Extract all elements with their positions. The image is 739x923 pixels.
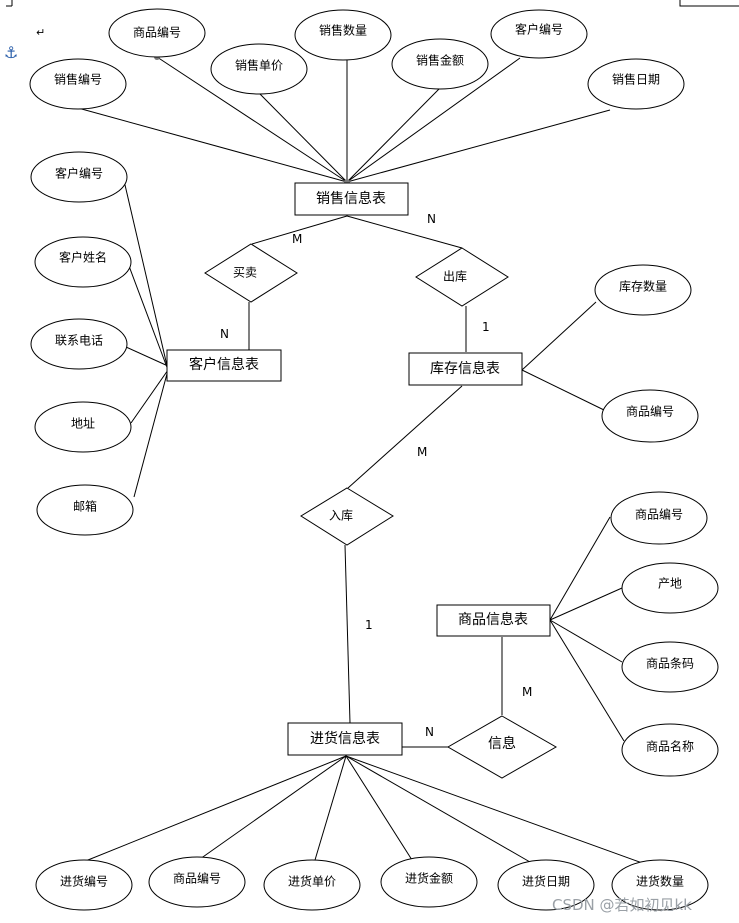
- attr-sales-unit-price: 销售单价: [210, 43, 308, 95]
- attr-purchase-amount: 进货金额: [380, 856, 478, 908]
- purchase-attributes: 进货编号 商品编号 进货单价 进货金额 进货日期 进货数量: [35, 856, 709, 911]
- attr-product-origin: 产地: [621, 562, 719, 614]
- attr-product-name: 商品名称: [621, 723, 719, 777]
- attr-label: 销售数量: [319, 23, 367, 38]
- attr-label: 邮箱: [73, 499, 97, 514]
- attr-label: 进货编号: [60, 874, 108, 889]
- attr-sales-product-id: 商品编号: [108, 8, 206, 58]
- sales-attributes: 商品编号 销售数量 客户编号 销售编号 销售单价 销售金额 销售日期: [29, 8, 685, 110]
- attr-customer-name: 客户姓名: [34, 236, 132, 288]
- attr-label: 进货金额: [405, 871, 453, 886]
- attr-sales-date: 销售日期: [587, 58, 685, 110]
- relationship-buy: 买卖: [204, 243, 298, 303]
- cardinality-sales-out: N: [427, 212, 436, 226]
- cardinality-purchase-info: N: [425, 725, 434, 739]
- entity-label: 商品信息表: [458, 611, 528, 628]
- entity-inventory: 库存信息表: [408, 352, 523, 386]
- cardinality-inventory-in: M: [417, 445, 427, 459]
- attr-label: 联系电话: [55, 334, 103, 348]
- cardinality-sales-buy: M: [292, 232, 302, 246]
- attr-customer-id: 客户编号: [30, 151, 128, 203]
- attr-customer-address: 地址: [34, 401, 132, 453]
- csdn-watermark: CSDN @若如初见kk: [552, 896, 692, 914]
- attr-sales-customer-id: 客户编号: [490, 9, 588, 59]
- entity-label: 销售信息表: [316, 190, 386, 207]
- relationship-label: 买卖: [233, 266, 257, 280]
- attr-purchase-quantity: 进货数量: [611, 859, 709, 911]
- attr-label: 产地: [658, 577, 682, 591]
- cardinality-buy-customer: N: [220, 327, 229, 341]
- cardinality-labels: M N N 1 M 1 M N: [220, 212, 532, 739]
- entity-customer: 客户信息表: [166, 349, 282, 382]
- attr-customer-phone: 联系电话: [30, 318, 128, 370]
- entity-label: 客户信息表: [189, 356, 259, 373]
- relationship-label: 入库: [329, 508, 353, 523]
- attr-label: 进货单价: [288, 874, 336, 889]
- attr-label: 进货日期: [522, 874, 570, 889]
- entity-label: 库存信息表: [430, 360, 500, 377]
- entity-sales: 销售信息表: [294, 182, 409, 216]
- relationship-in: 入库: [300, 487, 394, 546]
- attr-inventory-product-id: 商品编号: [601, 389, 699, 443]
- attr-product-id: 商品编号: [610, 491, 708, 545]
- attr-label: 商品编号: [173, 871, 221, 886]
- attr-label: 客户编号: [55, 166, 103, 181]
- attr-purchase-id: 进货编号: [35, 859, 133, 911]
- paragraph-return-mark: ↵: [36, 26, 45, 39]
- attr-label: 库存数量: [619, 279, 667, 294]
- attr-customer-email: 邮箱: [36, 484, 134, 536]
- attr-label: 销售单价: [235, 58, 283, 73]
- attr-label: 商品名称: [646, 739, 694, 754]
- attr-label: 销售金额: [416, 53, 464, 68]
- attr-label: 销售日期: [612, 72, 660, 87]
- customer-attributes: 客户编号 客户姓名 联系电话 地址 邮箱: [30, 151, 134, 536]
- relationship-out: 出库: [415, 247, 509, 307]
- relationship-info: 信息: [446, 715, 558, 779]
- cardinality-out-inventory: 1: [482, 320, 490, 334]
- page-corner-marks: [6, 0, 739, 7]
- attr-label: 商品条码: [646, 656, 694, 671]
- cardinality-product-info: M: [522, 685, 532, 699]
- product-attributes: 商品编号 产地 商品条码 商品名称: [610, 491, 719, 777]
- attr-label: 销售编号: [54, 72, 102, 87]
- attr-label: 客户姓名: [59, 250, 107, 265]
- relationship-label: 信息: [488, 735, 516, 752]
- entity-product: 商品信息表: [436, 604, 551, 637]
- inventory-attributes: 库存数量 商品编号: [594, 264, 699, 443]
- entity-purchase: 进货信息表: [287, 722, 403, 756]
- cardinality-in-purchase: 1: [365, 618, 373, 632]
- attr-label: 地址: [71, 417, 95, 431]
- attr-label: 商品编号: [635, 507, 683, 522]
- attr-sales-quantity: 销售数量: [294, 9, 392, 61]
- entity-label: 进货信息表: [310, 730, 380, 747]
- attr-purchase-unit-price: 进货单价: [263, 859, 361, 911]
- attr-sales-amount: 销售金额: [391, 38, 489, 90]
- relationship-label: 出库: [443, 269, 467, 284]
- attr-label: 进货数量: [636, 874, 684, 889]
- attr-inventory-quantity: 库存数量: [594, 264, 692, 316]
- attr-label: 商品编号: [626, 404, 674, 419]
- connector-lines: [77, 56, 646, 865]
- attr-product-barcode: 商品条码: [621, 641, 719, 693]
- attr-purchase-product-id: 商品编号: [148, 856, 246, 908]
- attr-label: 客户编号: [515, 22, 563, 37]
- attr-label: 商品编号: [133, 25, 181, 40]
- attr-purchase-date: 进货日期: [497, 859, 595, 911]
- anchor-icon: ⚓: [4, 43, 18, 62]
- attr-sales-id: 销售编号: [29, 58, 127, 110]
